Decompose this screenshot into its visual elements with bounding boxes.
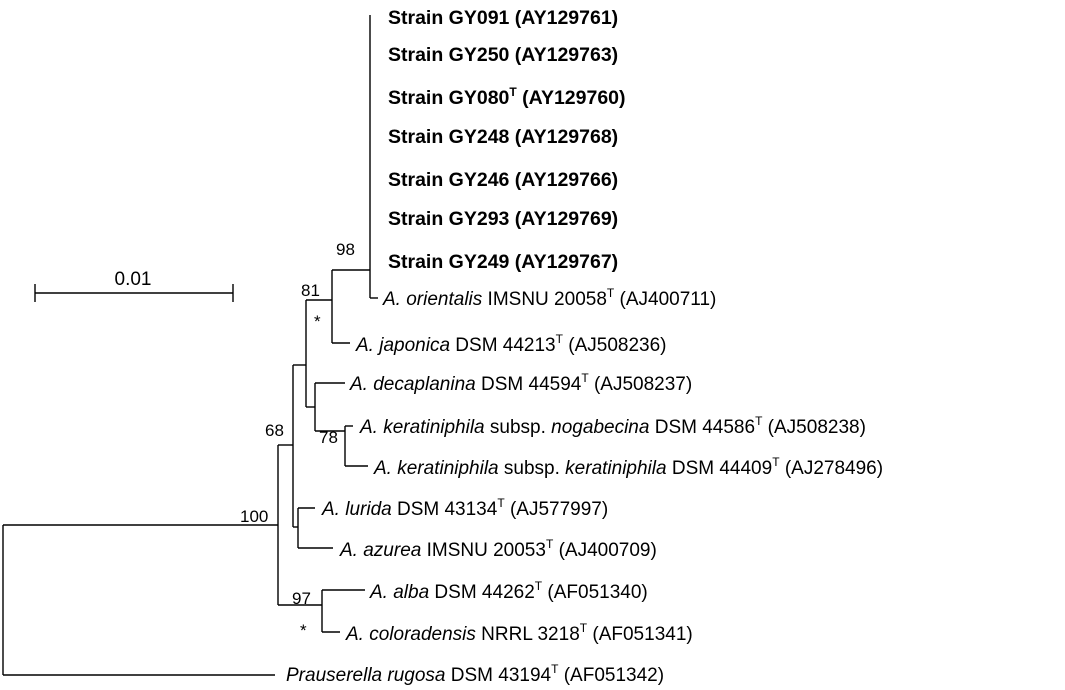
leaf-label-strain: Strain GY080T (AY129760) bbox=[388, 85, 626, 109]
bootstrap-values: 98 81 78 68 100 97 * * bbox=[240, 240, 355, 640]
accession: (AF051340) bbox=[542, 582, 648, 603]
leaf-label-taxon: A. azurea IMSNU 20053T (AJ400709) bbox=[339, 537, 657, 561]
taxon-italic: A. alba bbox=[369, 582, 429, 603]
tree-branches bbox=[2, 15, 378, 676]
leaf-label-strain: Strain GY250 (AY129763) bbox=[388, 44, 618, 66]
leaf-label-taxon: Prauserella rugosa DSM 43194T (AF051342) bbox=[286, 662, 664, 686]
strain-name: Strain GY250 bbox=[388, 44, 510, 66]
strain-name: Strain GY091 bbox=[388, 7, 510, 29]
taxon-text: DSM 44262 bbox=[429, 582, 535, 603]
taxon-italic: A. keratiniphila bbox=[373, 458, 499, 479]
taxon-text: DSM 44594 bbox=[476, 374, 582, 395]
accession: (AY129768) bbox=[509, 126, 618, 148]
leaf-label-strain: Strain GY246 (AY129766) bbox=[388, 169, 618, 191]
leaf-label-taxon: A. keratiniphila subsp. keratiniphila DS… bbox=[373, 455, 883, 479]
type-strain-mark: T bbox=[772, 455, 780, 469]
bootstrap-label: 68 bbox=[265, 421, 284, 440]
leaf-label-taxon: A. decaplanina DSM 44594T (AJ508237) bbox=[349, 371, 692, 395]
bootstrap-label: 100 bbox=[240, 507, 268, 526]
asterisk-label: * bbox=[300, 621, 307, 640]
strain-name: Strain GY248 bbox=[388, 126, 510, 148]
type-strain-mark: T bbox=[607, 286, 615, 300]
asterisk-label: * bbox=[314, 312, 321, 331]
leaf-label-strain: Strain GY091 (AY129761) bbox=[388, 7, 618, 29]
type-strain-mark: T bbox=[535, 579, 543, 593]
accession: (AF051342) bbox=[558, 665, 664, 686]
leaf-label-taxon: A. keratiniphila subsp. nogabecina DSM 4… bbox=[359, 414, 866, 438]
leaf-label-strain: Strain GY249 (AY129767) bbox=[388, 251, 618, 273]
taxon-text: DSM 44213 bbox=[450, 335, 556, 356]
accession: (AF051341) bbox=[587, 624, 693, 645]
taxon-text: NRRL 3218 bbox=[476, 624, 580, 645]
accession: (AJ508236) bbox=[563, 335, 667, 356]
accession: (AJ400709) bbox=[553, 540, 657, 561]
taxon-italic: keratiniphila bbox=[565, 458, 666, 479]
bootstrap-label: 97 bbox=[292, 589, 311, 608]
accession: (AY129763) bbox=[509, 44, 618, 66]
taxon-italic: nogabecina bbox=[551, 417, 649, 438]
taxon-italic: A. azurea bbox=[339, 540, 421, 561]
type-strain-mark: T bbox=[580, 621, 588, 635]
type-strain-mark: T bbox=[546, 537, 554, 551]
strain-name: Strain GY080 bbox=[388, 87, 510, 109]
type-strain-mark: T bbox=[755, 414, 763, 428]
accession: (AY129766) bbox=[509, 169, 618, 191]
scale-bar: 0.01 bbox=[34, 269, 234, 302]
strain-name: Strain GY246 bbox=[388, 169, 510, 191]
type-strain-mark: T bbox=[581, 371, 589, 385]
strain-name: Strain GY249 bbox=[388, 251, 510, 273]
leaf-label-taxon: A. orientalis IMSNU 20058T (AJ400711) bbox=[382, 286, 716, 310]
accession: (AJ278496) bbox=[780, 458, 884, 479]
taxon-italic: A. japonica bbox=[355, 335, 450, 356]
leaf-label-taxon: A. alba DSM 44262T (AF051340) bbox=[369, 579, 648, 603]
accession: (AJ508237) bbox=[589, 374, 693, 395]
leaf-label-taxon: A. japonica DSM 44213T (AJ508236) bbox=[355, 332, 667, 356]
accession: (AY129760) bbox=[517, 87, 626, 109]
leaf-label-strain: Strain GY293 (AY129769) bbox=[388, 208, 618, 230]
taxon-italic: A. orientalis bbox=[382, 289, 483, 310]
bootstrap-label: 81 bbox=[301, 281, 320, 300]
scale-bar-label: 0.01 bbox=[115, 269, 152, 290]
leaf-labels: Strain GY091 (AY129761) Strain GY250 (AY1… bbox=[286, 7, 883, 686]
strain-name: Strain GY293 bbox=[388, 208, 510, 230]
accession: (AJ577997) bbox=[505, 499, 609, 520]
type-strain-mark: T bbox=[509, 85, 517, 99]
type-strain-mark: T bbox=[497, 496, 505, 510]
taxon-italic: A. decaplanina bbox=[349, 374, 476, 395]
bootstrap-label: 98 bbox=[336, 240, 355, 259]
taxon-text: IMSNU 20058 bbox=[482, 289, 607, 310]
type-strain-mark: T bbox=[556, 332, 564, 346]
accession: (AJ400711) bbox=[614, 289, 716, 310]
leaf-label-taxon: A. coloradensis NRRL 3218T (AF051341) bbox=[345, 621, 693, 645]
taxon-italic: A. lurida bbox=[321, 499, 392, 520]
taxon-italic: Prauserella rugosa bbox=[286, 665, 445, 686]
taxon-text: IMSNU 20053 bbox=[421, 540, 546, 561]
leaf-label-strain: Strain GY248 (AY129768) bbox=[388, 126, 618, 148]
taxon-text: subsp. bbox=[499, 458, 566, 479]
taxon-italic: A. coloradensis bbox=[345, 624, 476, 645]
taxon-italic: A. keratiniphila bbox=[359, 417, 485, 438]
bootstrap-label: 78 bbox=[319, 428, 338, 447]
accession: (AJ508238) bbox=[762, 417, 866, 438]
taxon-text: DSM 43134 bbox=[392, 499, 498, 520]
accession: (AY129761) bbox=[509, 7, 618, 29]
taxon-text: DSM 43194 bbox=[445, 665, 551, 686]
taxon-text: subsp. bbox=[485, 417, 552, 438]
taxon-text: DSM 44586 bbox=[649, 417, 755, 438]
type-strain-mark: T bbox=[551, 662, 559, 676]
taxon-text: DSM 44409 bbox=[667, 458, 773, 479]
leaf-label-taxon: A. lurida DSM 43134T (AJ577997) bbox=[321, 496, 608, 520]
accession: (AY129769) bbox=[509, 208, 618, 230]
accession: (AY129767) bbox=[509, 251, 618, 273]
